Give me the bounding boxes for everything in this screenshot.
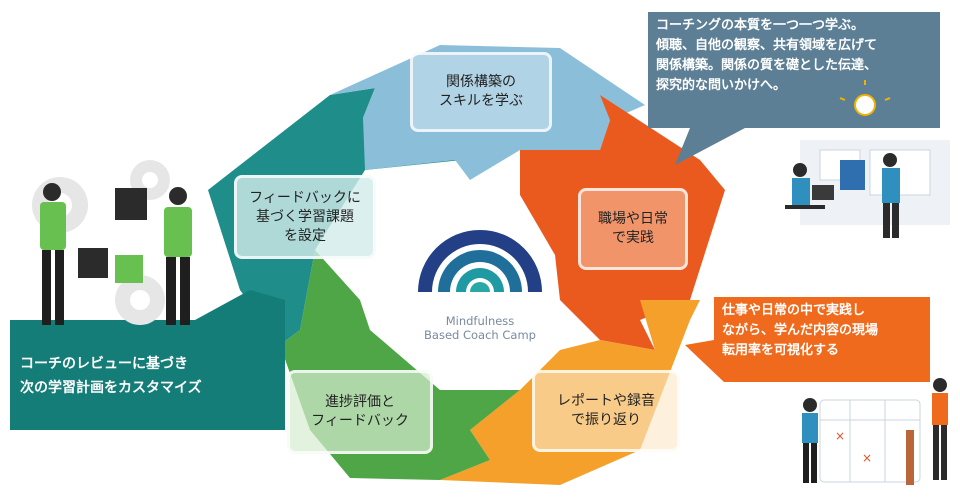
team-puzzle-illustration [32,160,192,325]
step-evaluation-label: 進捗評価と フィードバック [311,394,409,429]
logo-text: Mindfulness Based Coach Camp [395,314,565,342]
step-practice: 職場や日常 で実践 [578,188,688,270]
callout-mid-right-bubble [685,297,930,382]
logo-line1: Mindfulness [445,314,515,328]
callout-left-bubble [10,290,285,430]
svg-text:×: × [835,429,845,443]
step-learn-skills: 関係構築の スキルを学ぶ [410,52,552,132]
step-learn-skills-label: 関係構築の スキルを学ぶ [439,74,523,109]
svg-text:×: × [862,451,872,465]
cycle-segment-practice [520,95,725,350]
callout-top-right-bubble [648,12,940,165]
callout-mid-right-text: 仕事や日常の中で実践し ながら、学んだ内容の現場 転用率を可視化する [722,303,879,358]
step-reflection-label: レポートや録音 で振り返り [557,393,655,428]
step-feedback-task: フィードバックに 基づく学習課題 を設定 [234,175,376,259]
callout-top-right-text: コーチングの本質を一つ一つ学ぶ。 傾聴、自他の観察、共有領域を広げて 関係構築。… [656,18,878,93]
logo-line2: Based Coach Camp [424,328,536,342]
step-practice-label: 職場や日常 で実践 [598,211,668,246]
meeting-idea-illustration [785,80,950,238]
logo-icon [418,229,543,292]
step-reflection: レポートや録音 で振り返り [532,370,680,452]
callout-left-text: コーチのレビューに基づき 次の学習計画をカスタマイズ [20,356,202,396]
step-feedback-task-label: フィードバックに 基づく学習課題 を設定 [249,189,361,244]
step-evaluation: 進捗評価と フィードバック [287,370,433,454]
schedule-board-illustration: × × [802,378,948,485]
